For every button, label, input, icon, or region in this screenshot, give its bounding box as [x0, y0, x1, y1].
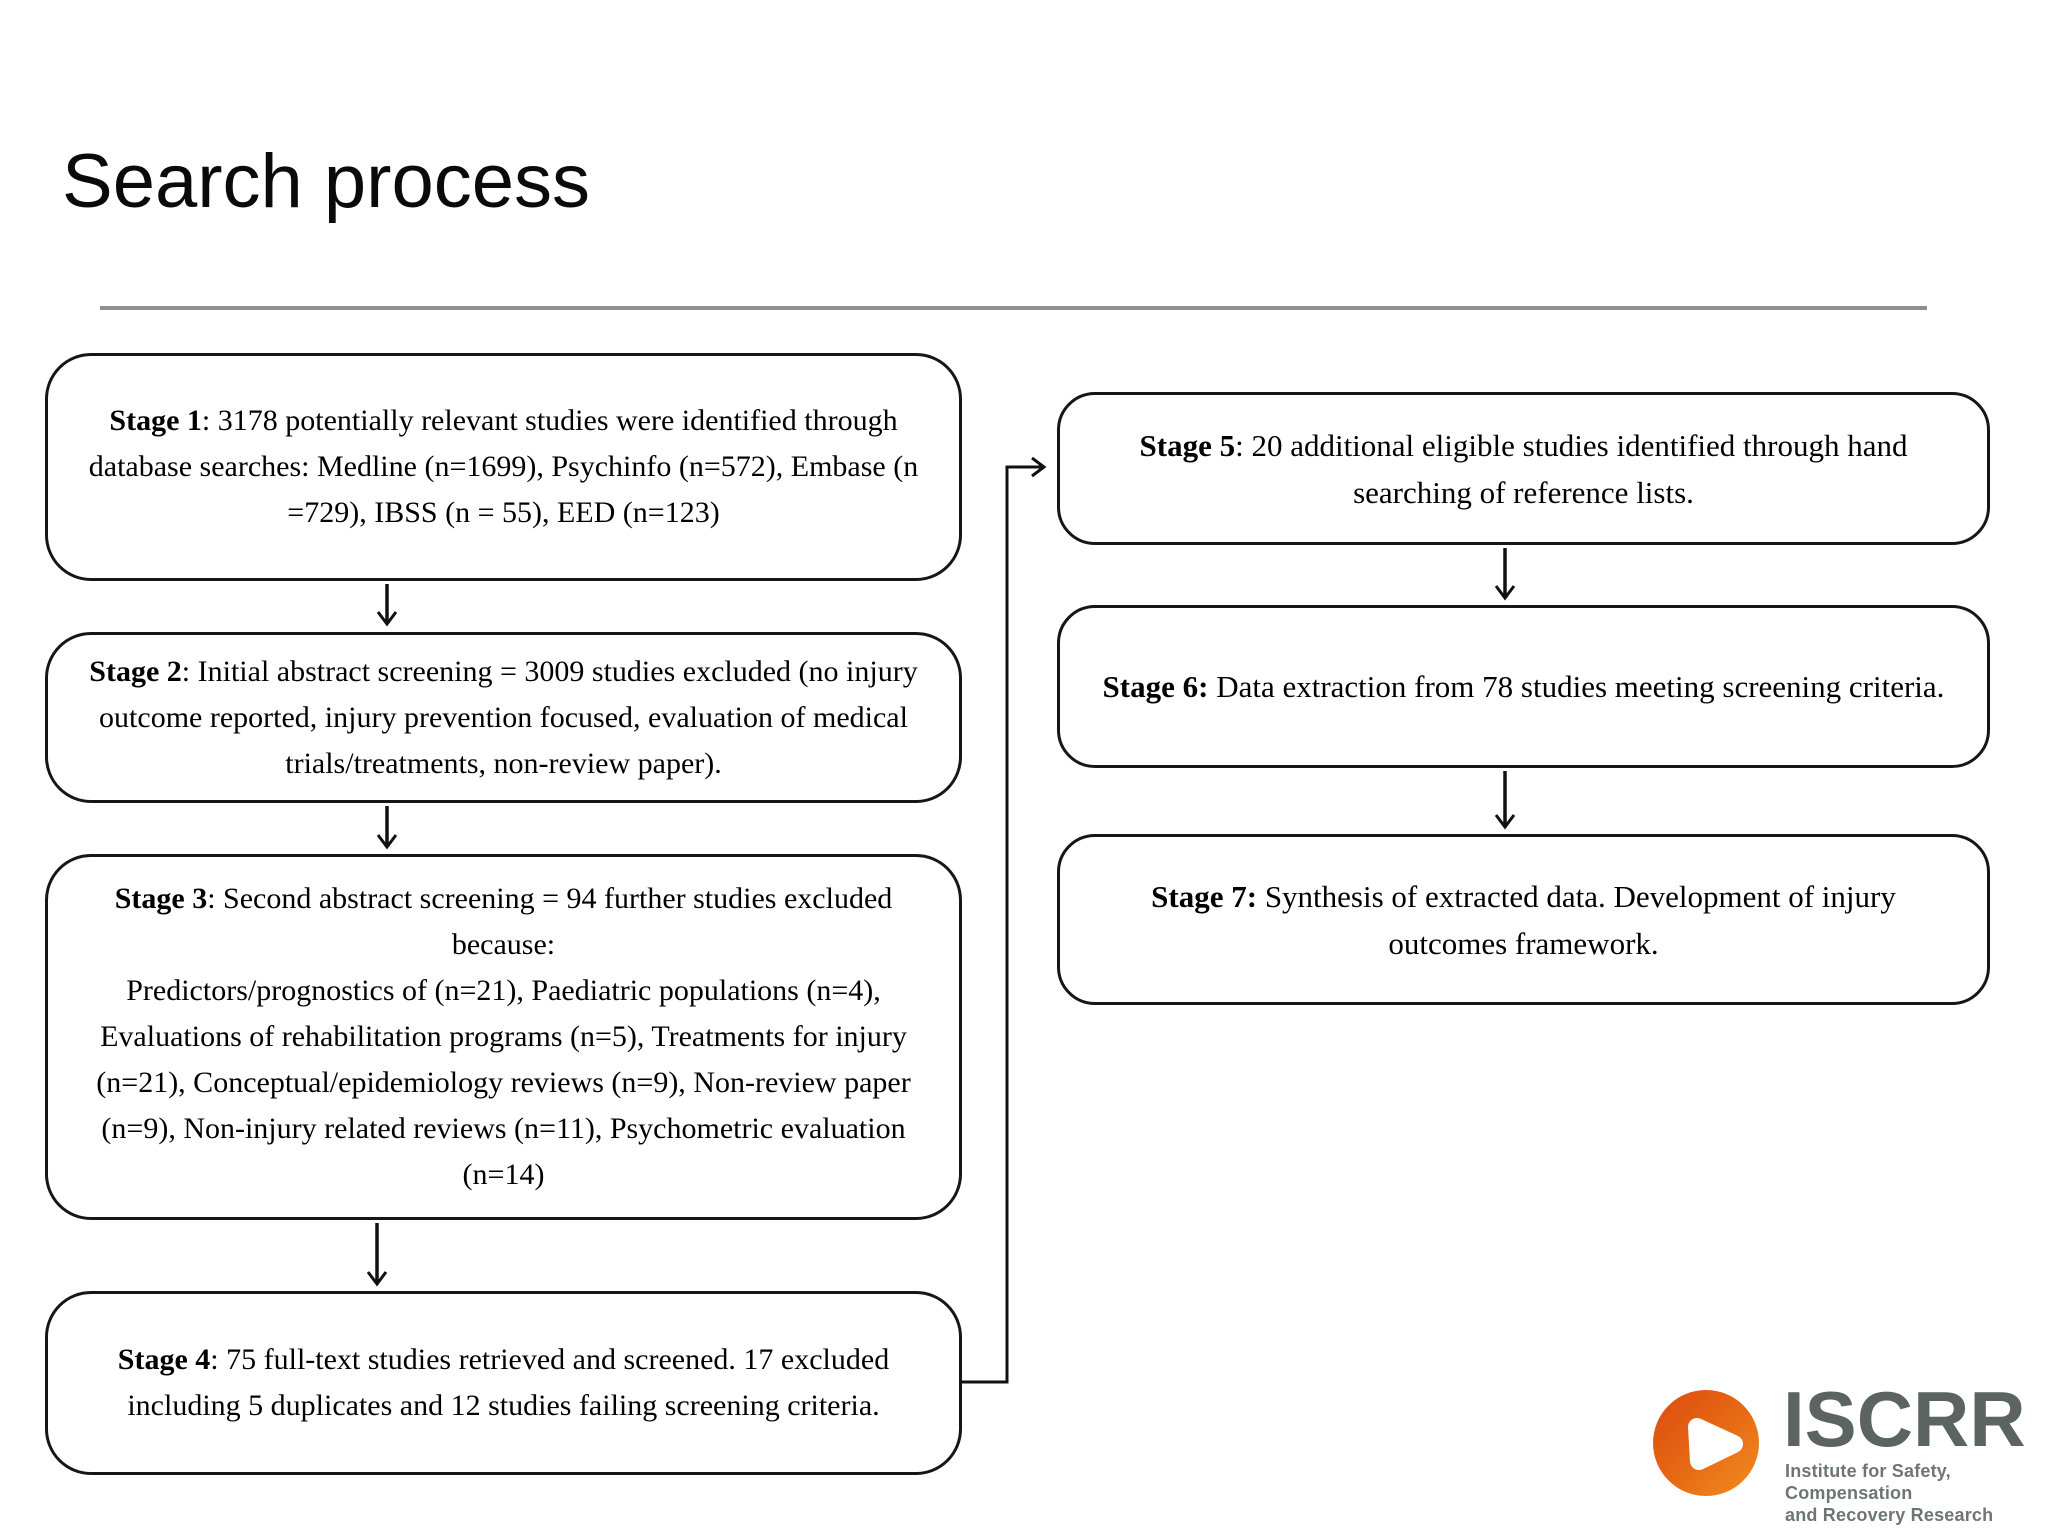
stage-1-label: Stage 1 [109, 404, 202, 437]
iscrr-tagline: Institute for Safety, Compensation and R… [1785, 1461, 1994, 1525]
iscrr-swirl-icon [1653, 1390, 1759, 1496]
stage-7-label: Stage 7: [1151, 878, 1258, 914]
stage-3-box: Stage 3: Second abstract screening = 94 … [45, 854, 962, 1220]
stage-3-text: Stage 3: Second abstract screening = 94 … [96, 882, 911, 1191]
stage-4-text: Stage 4: 75 full-text studies retrieved … [117, 1343, 890, 1422]
stage-5-label: Stage 5 [1139, 427, 1236, 463]
stage-6-text: Stage 6: Data extraction from 78 studies… [1102, 669, 1945, 704]
stage-7-box: Stage 7: Synthesis of extracted data. De… [1057, 834, 1990, 1005]
stage-4-label: Stage 4 [117, 1343, 211, 1376]
page-title: Search process [62, 139, 591, 224]
stage-6-label: Stage 6: [1102, 669, 1209, 704]
stage-2-text: Stage 2: Initial abstract screening = 30… [89, 654, 918, 780]
stage-5-text: Stage 5: 20 additional eligible studies … [1139, 427, 1908, 510]
stage-7-text: Stage 7: Synthesis of extracted data. De… [1151, 878, 1896, 961]
stage-2-box: Stage 2: Initial abstract screening = 30… [45, 632, 962, 803]
stage-1-box: Stage 1: 3178 potentially relevant studi… [45, 353, 962, 581]
stage-5-box: Stage 5: 20 additional eligible studies … [1057, 392, 1990, 545]
iscrr-logo: ISCRR Institute for Safety, Compensation… [1650, 1380, 2048, 1525]
stage-2-label: Stage 2 [89, 654, 182, 688]
iscrr-wordmark: ISCRR [1783, 1375, 2026, 1463]
stage-4-box: Stage 4: 75 full-text studies retrieved … [45, 1291, 962, 1475]
stage-1-text: Stage 1: 3178 potentially relevant studi… [88, 404, 919, 529]
title-separator-line [100, 306, 1927, 310]
connector-stage4-to-stage5 [962, 456, 1047, 1384]
stage-3-label: Stage 3 [114, 882, 208, 915]
stage-6-box: Stage 6: Data extraction from 78 studies… [1057, 605, 1990, 768]
